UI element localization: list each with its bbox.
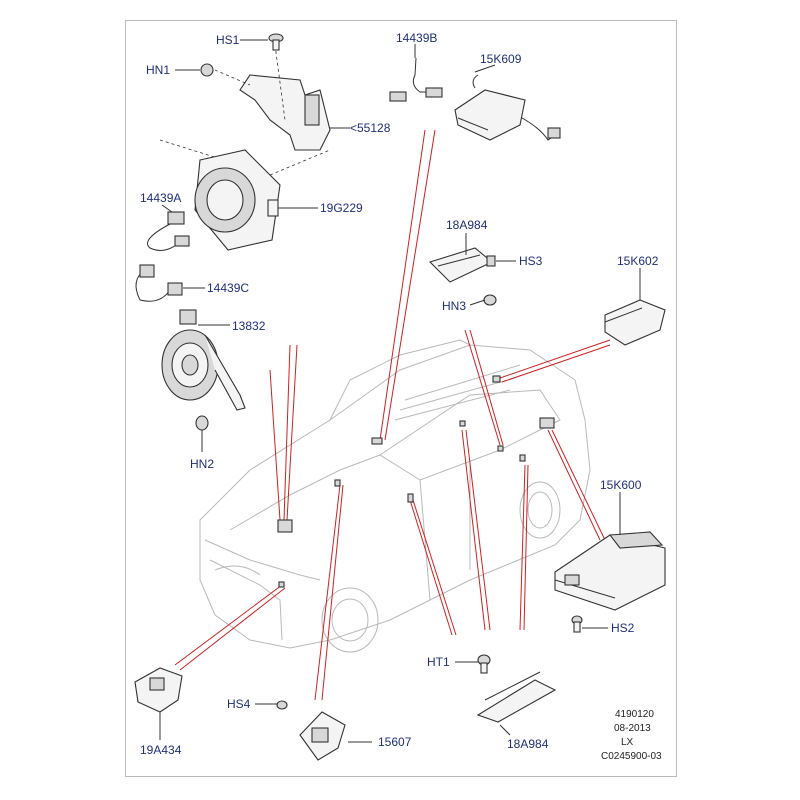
harness-14439b [389,57,443,102]
horn-13832 [161,309,246,411]
label-hs2: HS2 [611,621,635,635]
nut-hn2 [195,415,209,431]
label-19a434: 19A434 [140,743,182,757]
bracket-19a434 [134,667,183,713]
reference-footer: 4190120 08-2013 LX C0245900-03 [601,709,662,762]
label-15k602: 15K602 [617,254,659,268]
bracket-18a984-bottom [476,671,557,723]
label-14439a: 14439A [140,191,181,205]
label-15k609: 15K609 [480,52,522,66]
label-hs1: HS1 [216,33,240,47]
label-15607: 15607 [378,735,412,749]
siren-19g229 [194,149,281,251]
bolt-hs1 [268,33,284,51]
screw-hs4 [276,700,288,710]
footer-line-1: 4190120 [615,709,654,720]
screw-hs3 [486,255,496,267]
label-18a984-top: 18A984 [446,218,488,232]
label-14439b: 14439B [396,31,437,45]
part-labels: HS1 HN1 <55128 14439B 15K609 14439A 19G2… [140,31,659,757]
label-hn1: HN1 [146,63,170,77]
label-15k600: 15K600 [600,478,642,492]
switch-15607 [299,711,346,761]
connector-14439c [135,264,183,302]
module-15k600 [554,531,666,611]
vehicle-outline [199,339,591,653]
screw-ht1 [477,654,491,674]
label-18a984-bottom: 18A984 [507,737,549,751]
callout-lines [159,39,641,743]
label-55128: <55128 [350,121,391,135]
footer-line-2: 08-2013 [614,723,651,734]
label-14439c: 14439C [207,281,249,295]
label-13832: 13832 [232,319,266,333]
footer-line-4: C0245900-03 [601,751,662,762]
bracket-18a984-top [428,247,494,283]
module-15k609 [454,74,561,141]
footer-line-3: LX [621,737,634,748]
bracket-55128 [159,44,331,176]
nut-hn3 [483,294,497,306]
label-19g229: 19G229 [320,201,363,215]
label-hn3: HN3 [442,299,466,313]
label-hn2: HN2 [190,457,214,471]
connector-14439a [147,211,190,251]
label-ht1: HT1 [427,655,450,669]
screw-hs2 [571,615,583,633]
diagram-frame [125,20,677,777]
label-hs3: HS3 [519,254,543,268]
module-15k602 [604,299,666,346]
leader-lines [174,129,611,701]
label-hs4: HS4 [227,697,251,711]
nut-hn1 [200,63,214,77]
vehicle-components [277,375,555,588]
